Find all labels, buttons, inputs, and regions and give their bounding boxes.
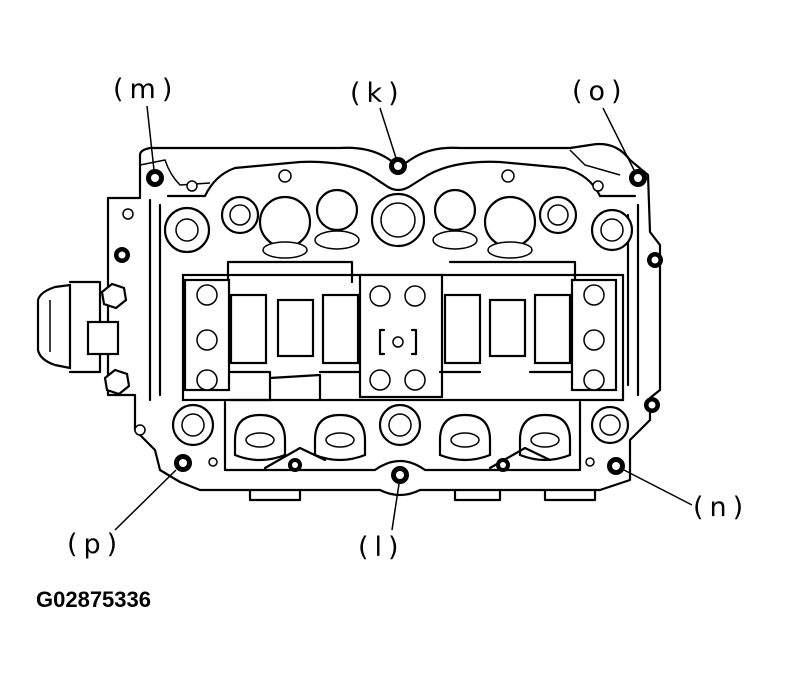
leader-lines — [114, 105, 693, 531]
figure-code: G02875336 — [36, 587, 151, 612]
camshaft-lobes — [229, 293, 572, 365]
lower-rocker-left — [263, 446, 327, 470]
hex-bolt-lower — [103, 368, 131, 396]
callout-n: (n) — [693, 492, 750, 523]
callout-o: (o) — [572, 76, 628, 107]
top-flange — [139, 159, 211, 186]
left-wall — [148, 198, 162, 402]
rocker-arms — [228, 370, 574, 402]
bearing-caps — [183, 273, 618, 399]
left-block — [86, 320, 120, 356]
left-boss — [36, 283, 72, 370]
small-holes — [122, 169, 604, 467]
callout-bolts — [114, 157, 663, 484]
upper-rib — [166, 160, 637, 198]
bottom-lugs — [248, 488, 597, 502]
hex-bolt-upper — [100, 282, 128, 310]
callout-p: (p) — [67, 529, 124, 560]
upper-valve-row — [163, 188, 634, 259]
callout-l: (l) — [358, 532, 405, 563]
lower-valve-row — [171, 403, 630, 462]
lower-rib — [223, 400, 582, 472]
top-flange-right — [569, 149, 621, 176]
callout-m: (m) — [113, 74, 179, 105]
callout-k: (k) — [350, 78, 405, 109]
cam-caps-top — [226, 260, 577, 284]
head-outline — [106, 142, 662, 497]
